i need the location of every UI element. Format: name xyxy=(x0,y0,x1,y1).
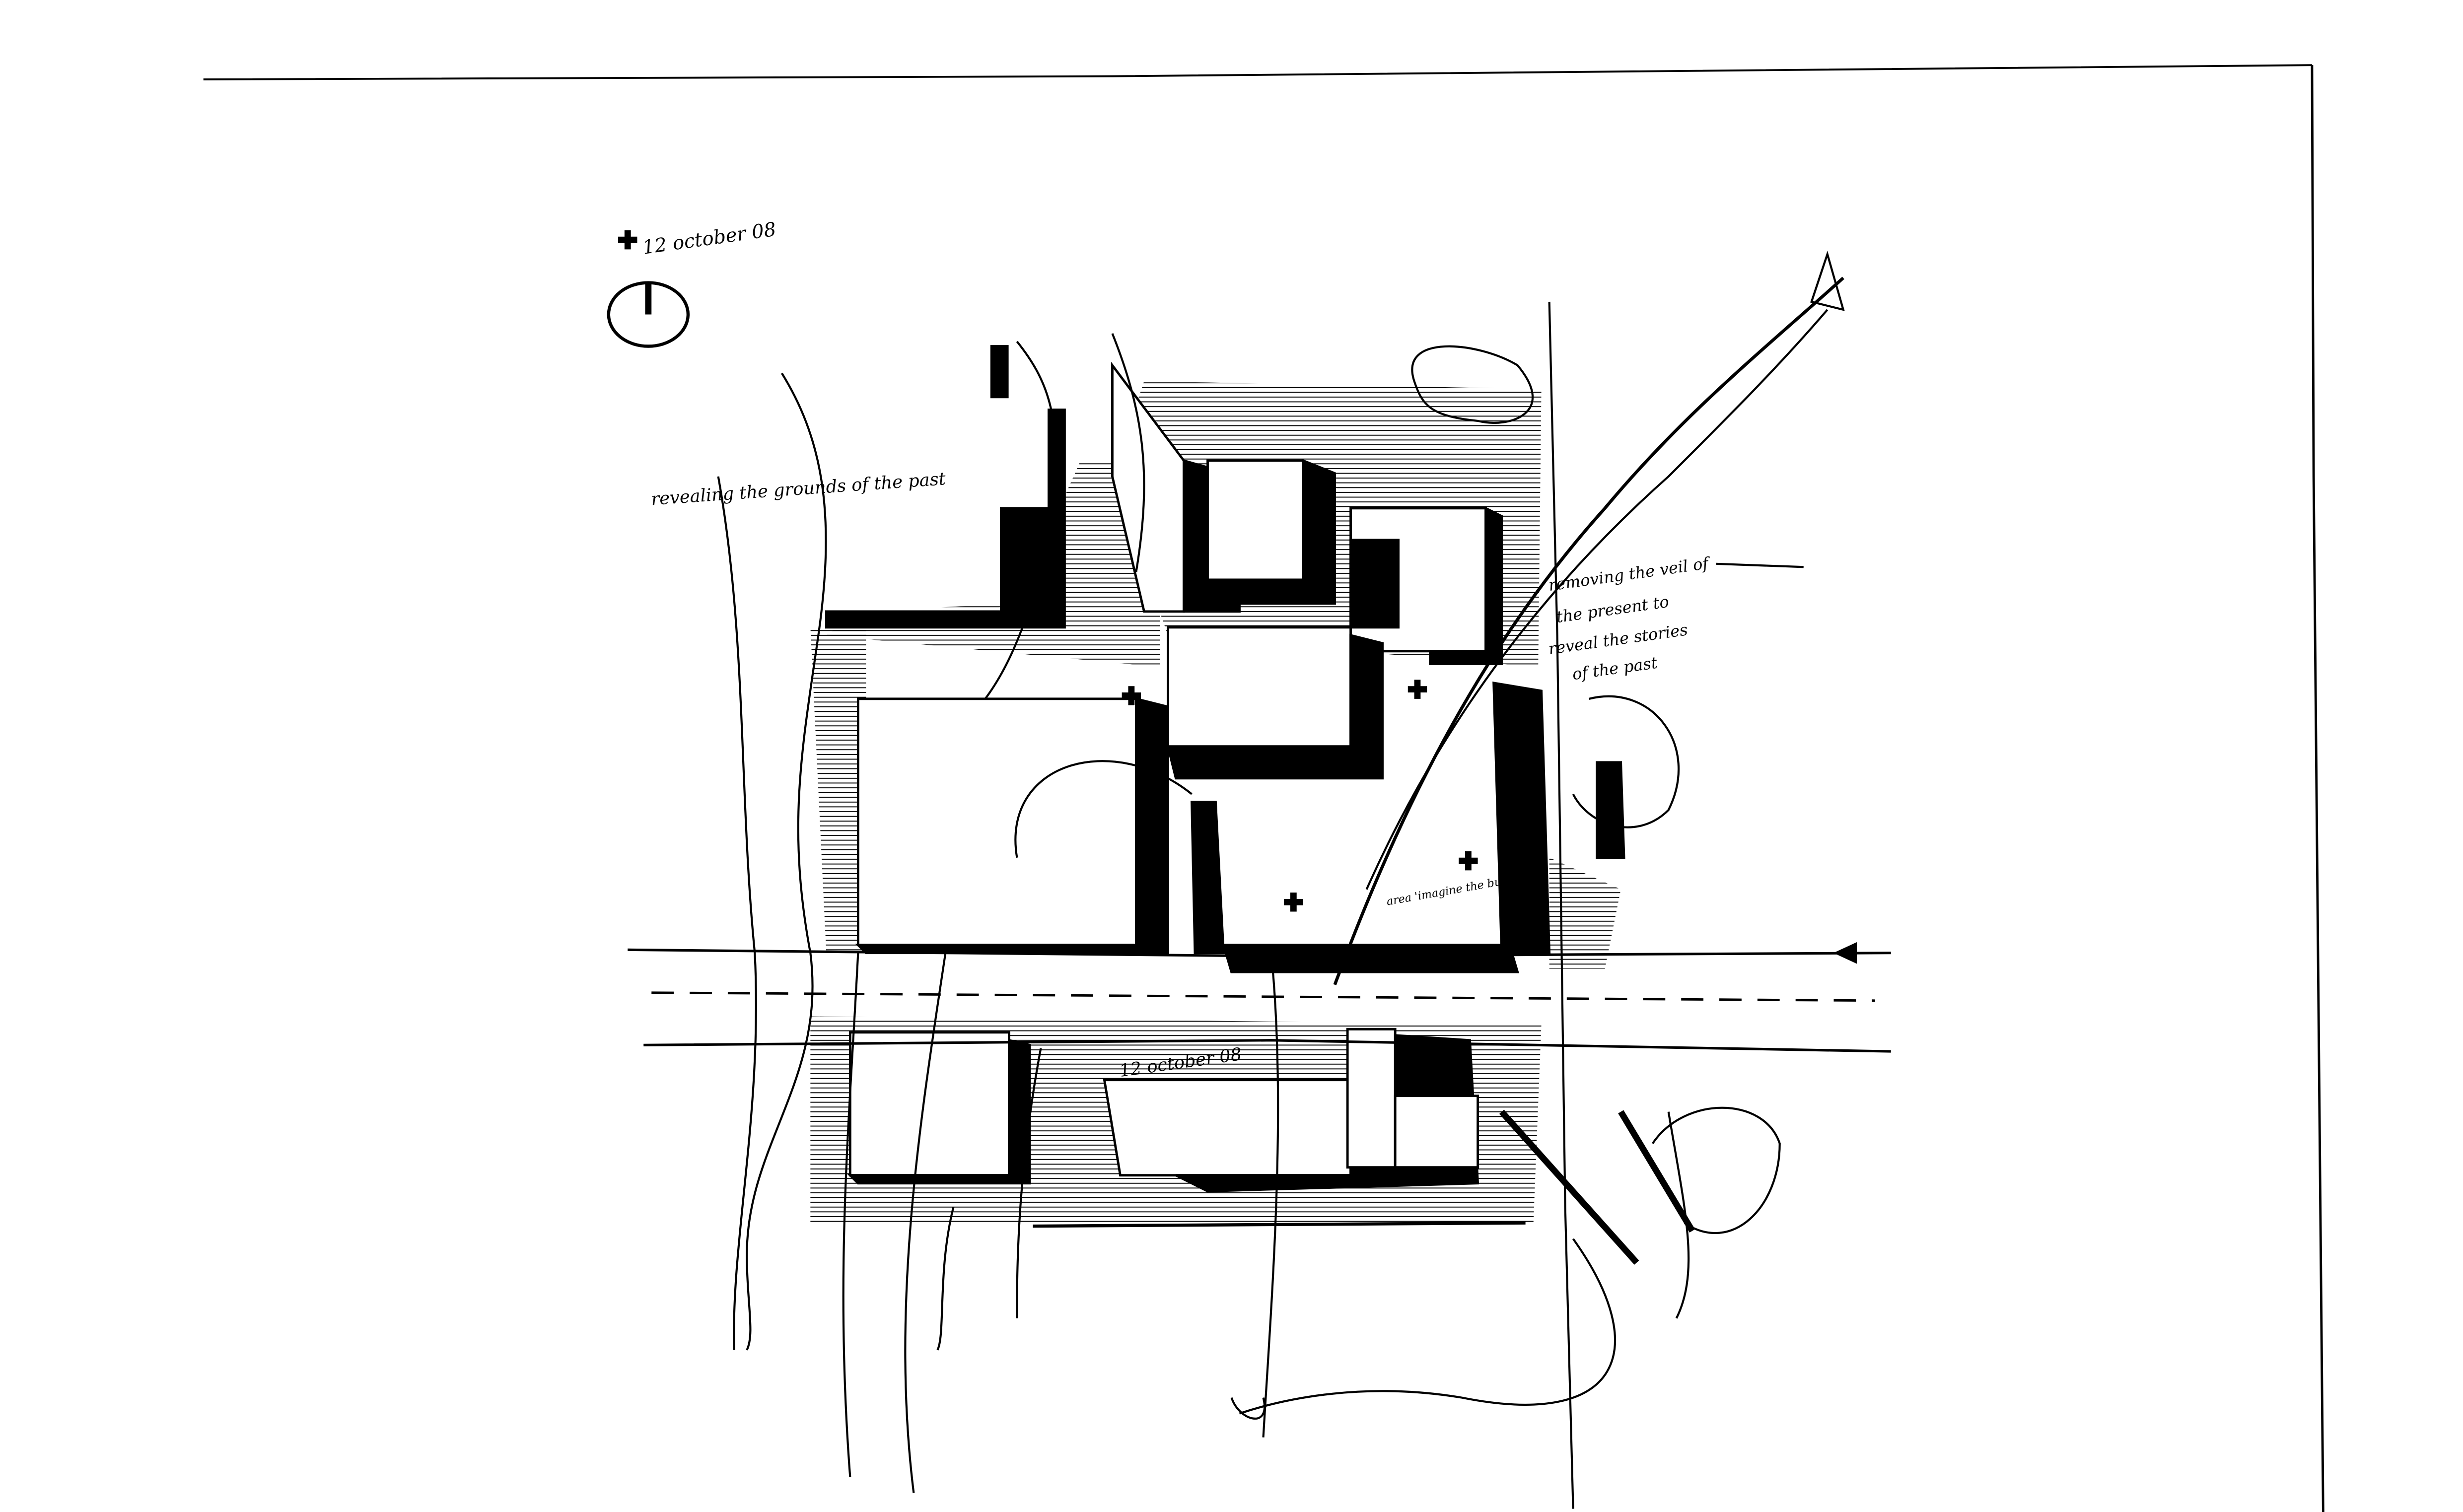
left-note: revealing the grounds of the past xyxy=(650,469,947,509)
building-bottom-mid xyxy=(1103,1079,1352,1177)
right-note-line-2: the present to xyxy=(1555,592,1670,626)
building-tower xyxy=(990,345,1009,399)
building-volumes xyxy=(825,345,1625,1193)
north-arrow-icon xyxy=(607,281,690,348)
building-top-left xyxy=(825,409,1066,629)
building-bottom-right xyxy=(1346,1028,1397,1169)
building-middle xyxy=(1167,626,1352,748)
right-note-line-1: removing the veil of xyxy=(1547,553,1712,595)
right-note-line-3: reveal the stories xyxy=(1547,620,1689,658)
site-lines xyxy=(717,250,1845,1509)
page-frame xyxy=(203,64,2324,1512)
courtyard-wall-right xyxy=(1492,681,1551,955)
building-east xyxy=(1596,761,1625,859)
building-upper-1 xyxy=(1111,361,1185,613)
building-upper-2 xyxy=(1206,459,1304,581)
cross-marker-icon xyxy=(618,230,1526,912)
courtyard-wall-left xyxy=(1191,801,1225,955)
building-large-left xyxy=(856,697,1137,947)
right-note-line-4: of the past xyxy=(1571,653,1658,684)
date-note-top: 12 october 08 xyxy=(641,218,777,259)
